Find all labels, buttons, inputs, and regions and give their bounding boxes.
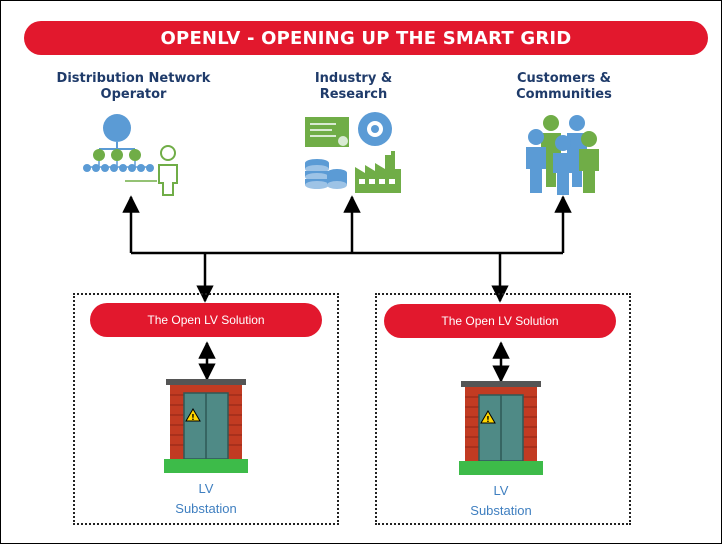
lv-substation-icon-2: ! <box>459 381 543 475</box>
substation-label-2-line2: Substation <box>470 503 532 518</box>
stakeholder-customers-line2: Communities <box>516 87 612 102</box>
stakeholder-industry-line1: Industry & <box>314 71 393 86</box>
substation-label-2: LV Substation <box>456 481 546 521</box>
lv-substation-icon-1: ! <box>164 379 248 473</box>
open-lv-solution-1: The Open LV Solution <box>90 303 322 337</box>
substation-panel-1 <box>73 293 339 525</box>
page-title: OPENLV - OPENING UP THE SMART GRID <box>24 21 708 55</box>
svg-text:!: ! <box>486 415 490 424</box>
people-group-icon <box>526 115 599 195</box>
network-operator-icon <box>83 114 178 196</box>
substation-label-1-line1: LV <box>198 481 214 496</box>
svg-text:!: ! <box>191 413 195 422</box>
open-lv-solution-2: The Open LV Solution <box>384 304 616 338</box>
substation-label-1-line2: Substation <box>175 501 237 516</box>
stakeholder-industry-label: Industry & Research <box>291 71 416 103</box>
stakeholder-dno-line1: Distribution Network <box>56 71 211 86</box>
stakeholder-customers-line1: Customers & <box>516 71 612 86</box>
industry-research-icon <box>305 112 401 193</box>
stakeholder-dno-label: Distribution Network Operator <box>46 71 221 103</box>
substation-label-1: LV Substation <box>161 479 251 519</box>
substation-panel-2 <box>375 293 631 525</box>
stakeholder-industry-line2: Research <box>319 87 388 102</box>
stakeholder-dno-line2: Operator <box>100 87 167 102</box>
substation-label-2-line1: LV <box>493 483 509 498</box>
stakeholder-customers-label: Customers & Communities <box>499 71 629 103</box>
